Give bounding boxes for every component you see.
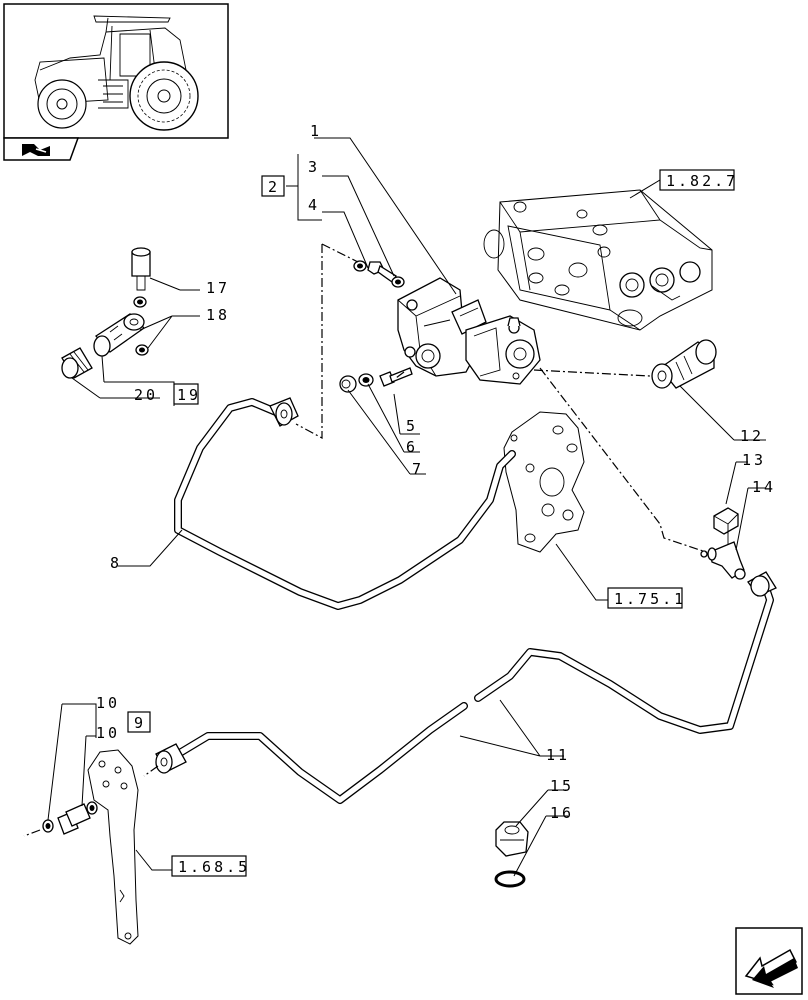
support-bracket-outline: [87, 749, 139, 945]
callout-1: 1: [310, 122, 322, 140]
reference-box-1-68-5[interactable]: 1.68.5: [171, 855, 250, 877]
callout-11: 11: [546, 746, 570, 764]
fitting-12[interactable]: [651, 339, 717, 389]
boxed-callout-9[interactable]: 9: [127, 711, 151, 733]
callout-10-a: 10: [96, 694, 120, 712]
callout-7: 7: [412, 460, 424, 478]
boxed-callout-2[interactable]: 2: [261, 175, 285, 197]
svg-text:1.75.1: 1.75.1: [614, 590, 686, 608]
callout-20: 20: [134, 386, 158, 404]
callout-4: 4: [308, 196, 320, 214]
callout-15: 15: [550, 777, 574, 795]
svg-text:19: 19: [177, 386, 201, 404]
callout-6: 6: [406, 438, 418, 456]
callout-3: 3: [308, 158, 320, 176]
section-arrow-icon[interactable]: [3, 137, 80, 161]
boxed-callout-19[interactable]: 19: [173, 383, 201, 405]
screw-and-washer-set[interactable]: [353, 260, 405, 288]
tractor-thumbnail-icon[interactable]: [3, 3, 229, 139]
reference-box-1-82-7[interactable]: 1.82.7: [659, 169, 738, 191]
pipe-11[interactable]: [155, 571, 777, 804]
banjo-bolt-set[interactable]: [61, 247, 151, 379]
callout-8: 8: [110, 554, 122, 572]
leader-lines: [47, 137, 766, 877]
callout-16: 16: [550, 804, 574, 822]
svg-text:1.68.5: 1.68.5: [178, 858, 250, 876]
callout-12: 12: [740, 427, 764, 445]
tee-fitting[interactable]: [700, 507, 746, 580]
union-fitting-set[interactable]: [42, 801, 98, 835]
callout-18: 18: [206, 306, 230, 324]
svg-text:2: 2: [268, 178, 280, 196]
callout-10-b: 10: [96, 724, 120, 742]
plug-and-oring[interactable]: [494, 821, 529, 888]
callout-14: 14: [752, 478, 776, 496]
pipe-8[interactable]: [174, 397, 516, 610]
valve-block-outline: [483, 189, 713, 331]
plug-washer-screw-set[interactable]: [339, 367, 413, 393]
next-page-arrow-icon[interactable]: [735, 927, 803, 995]
assembly-lines: [23, 243, 707, 837]
callout-labels: 1 3 4 5 6 7 8 17 18 20 12 13 14 11 15 16…: [96, 122, 776, 822]
callout-5: 5: [406, 417, 418, 435]
callout-17: 17: [206, 279, 230, 297]
hydraulic-valve[interactable]: [397, 277, 541, 385]
callout-13: 13: [742, 451, 766, 469]
svg-text:9: 9: [134, 714, 146, 732]
mounting-bracket-outline: [503, 411, 585, 553]
svg-text:1.82.7: 1.82.7: [666, 172, 738, 190]
reference-box-1-75-1[interactable]: 1.75.1: [607, 587, 686, 609]
